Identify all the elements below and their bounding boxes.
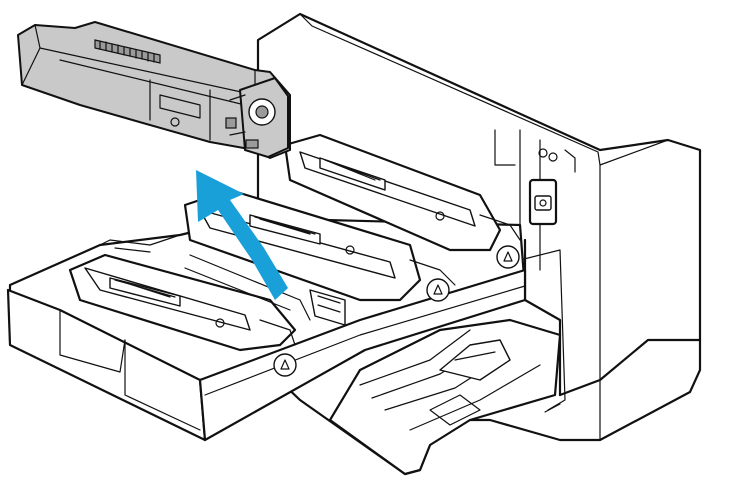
- toner-cartridge-icon: [17, 21, 291, 159]
- cartridge-body: [17, 21, 291, 159]
- release-latch: [528, 148, 576, 226]
- cartridge-front-slot: [68, 253, 297, 377]
- drawer-side: [198, 268, 527, 442]
- cartridge-back-slot: [283, 133, 521, 269]
- lower-paper-shelf: [328, 318, 562, 476]
- up-arrow-icon: [196, 170, 288, 300]
- empty-slot: [184, 254, 346, 326]
